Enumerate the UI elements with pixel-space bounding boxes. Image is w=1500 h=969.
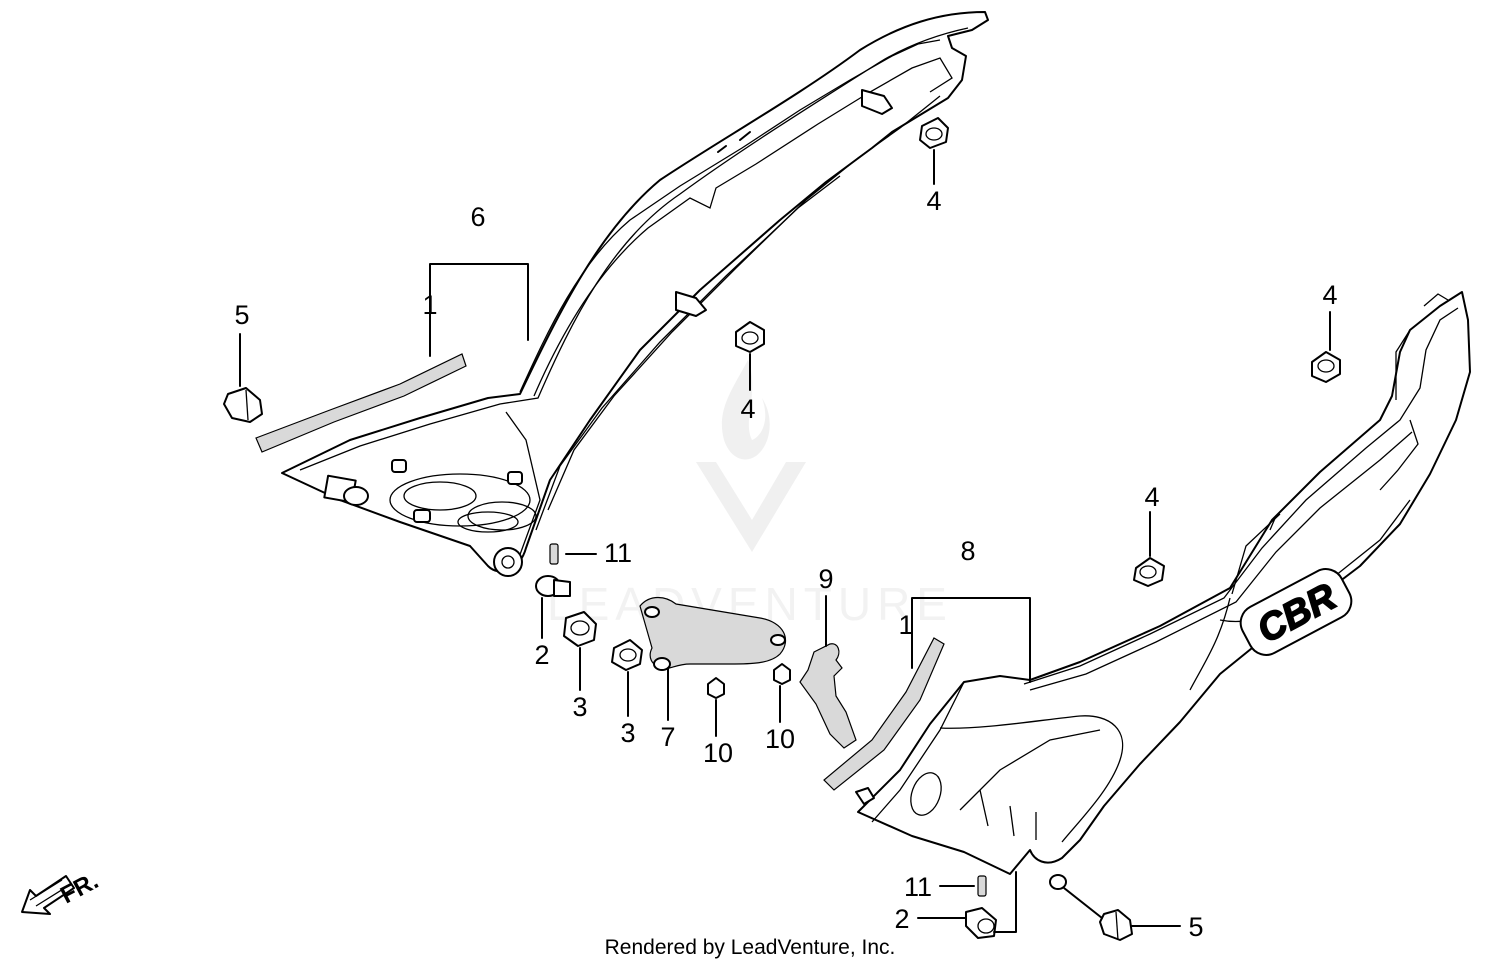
callout-labels: 6 1 5 4 4 4 4 11 2 3 3 7 10 10 9 8 1 11 …: [234, 186, 1337, 942]
right-seal-strip: [823, 637, 945, 791]
callout-4-right-top: 4: [1322, 280, 1337, 310]
bracket-9: [799, 595, 857, 749]
callout-2-left: 2: [534, 640, 549, 670]
callout-5-left: 5: [234, 300, 249, 330]
left-seal-strip: [255, 353, 467, 453]
callout-3-a: 3: [572, 692, 587, 722]
callout-9: 9: [818, 564, 833, 594]
callout-1-left: 1: [422, 290, 437, 320]
credit-text: Rendered by LeadVenture, Inc.: [605, 936, 896, 959]
callout-4-right-mid: 4: [1144, 482, 1159, 512]
clip-5-left: [223, 333, 263, 423]
callout-4-mid-left: 4: [740, 394, 755, 424]
callout-7: 7: [660, 722, 675, 752]
front-direction-label: FR.: [56, 867, 103, 909]
callout-8: 8: [960, 536, 975, 566]
callout-3-b: 3: [620, 718, 635, 748]
callout-8-bracket: [911, 597, 1031, 683]
callout-2-right: 2: [894, 904, 909, 934]
callout-4-top: 4: [926, 186, 941, 216]
grommet-4-top: [919, 117, 949, 185]
callout-11-left: 11: [604, 538, 632, 568]
callout-6-bracket: [429, 263, 529, 341]
grommet-4-right-top: [1311, 311, 1341, 383]
pad-7: [639, 596, 786, 721]
callout-10-a: 10: [703, 738, 733, 768]
callout-11-right: 11: [904, 872, 932, 902]
grommet-4-right-mid: [1133, 511, 1165, 587]
callout-6: 6: [470, 202, 485, 232]
front-direction-arrow: FR.: [21, 867, 103, 915]
callout-10-b: 10: [765, 724, 795, 754]
pin-11-right: [939, 875, 987, 897]
callout-5-right: 5: [1188, 912, 1203, 942]
clip-5-right: [1063, 887, 1181, 941]
nut-10-a: [707, 677, 725, 737]
callout-1-right: 1: [898, 610, 913, 640]
nut-10-b: [773, 663, 791, 723]
pin-11-left: [549, 543, 597, 565]
grommet-4-mid-left: [735, 321, 765, 391]
grommet-3-a: [563, 611, 597, 691]
grommet-3-b: [611, 639, 643, 717]
bolt-2-right: [917, 871, 1017, 939]
left-side-cover: [281, 11, 989, 577]
bolt-2-left: [535, 575, 571, 639]
